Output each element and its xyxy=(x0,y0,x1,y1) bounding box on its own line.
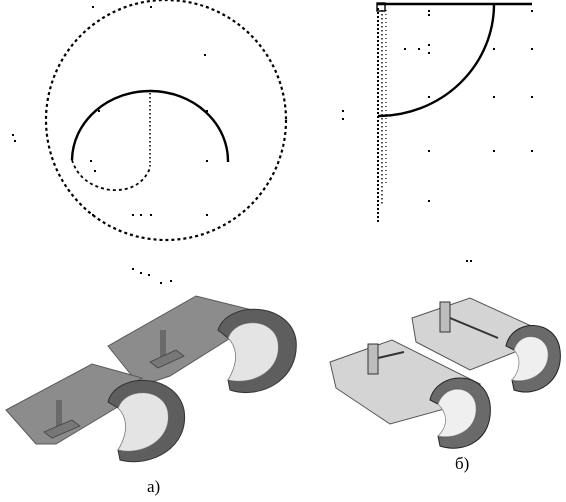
inner-solid-arc xyxy=(70,89,230,163)
quarter-arc xyxy=(377,3,496,118)
assembly-a-front-bracket xyxy=(56,400,62,432)
assembly-b xyxy=(329,297,561,449)
assembly-b-front-pillar xyxy=(367,343,379,375)
scan-trajectory-spiral xyxy=(12,0,288,284)
corner-marker xyxy=(376,2,386,12)
outer-dashed-circle xyxy=(44,0,288,242)
inner-dashed-tail xyxy=(71,159,151,191)
caption-a: а) xyxy=(147,477,161,496)
assembly-b-back-pillar xyxy=(439,301,451,333)
assembly-a-back-bracket xyxy=(160,330,166,362)
scan-trajectory-quarter xyxy=(342,2,533,262)
caption-b: б) xyxy=(455,454,470,473)
scatter-dots-left xyxy=(12,6,208,284)
scatter-dots-right xyxy=(342,10,533,262)
assembly-a xyxy=(5,295,297,463)
